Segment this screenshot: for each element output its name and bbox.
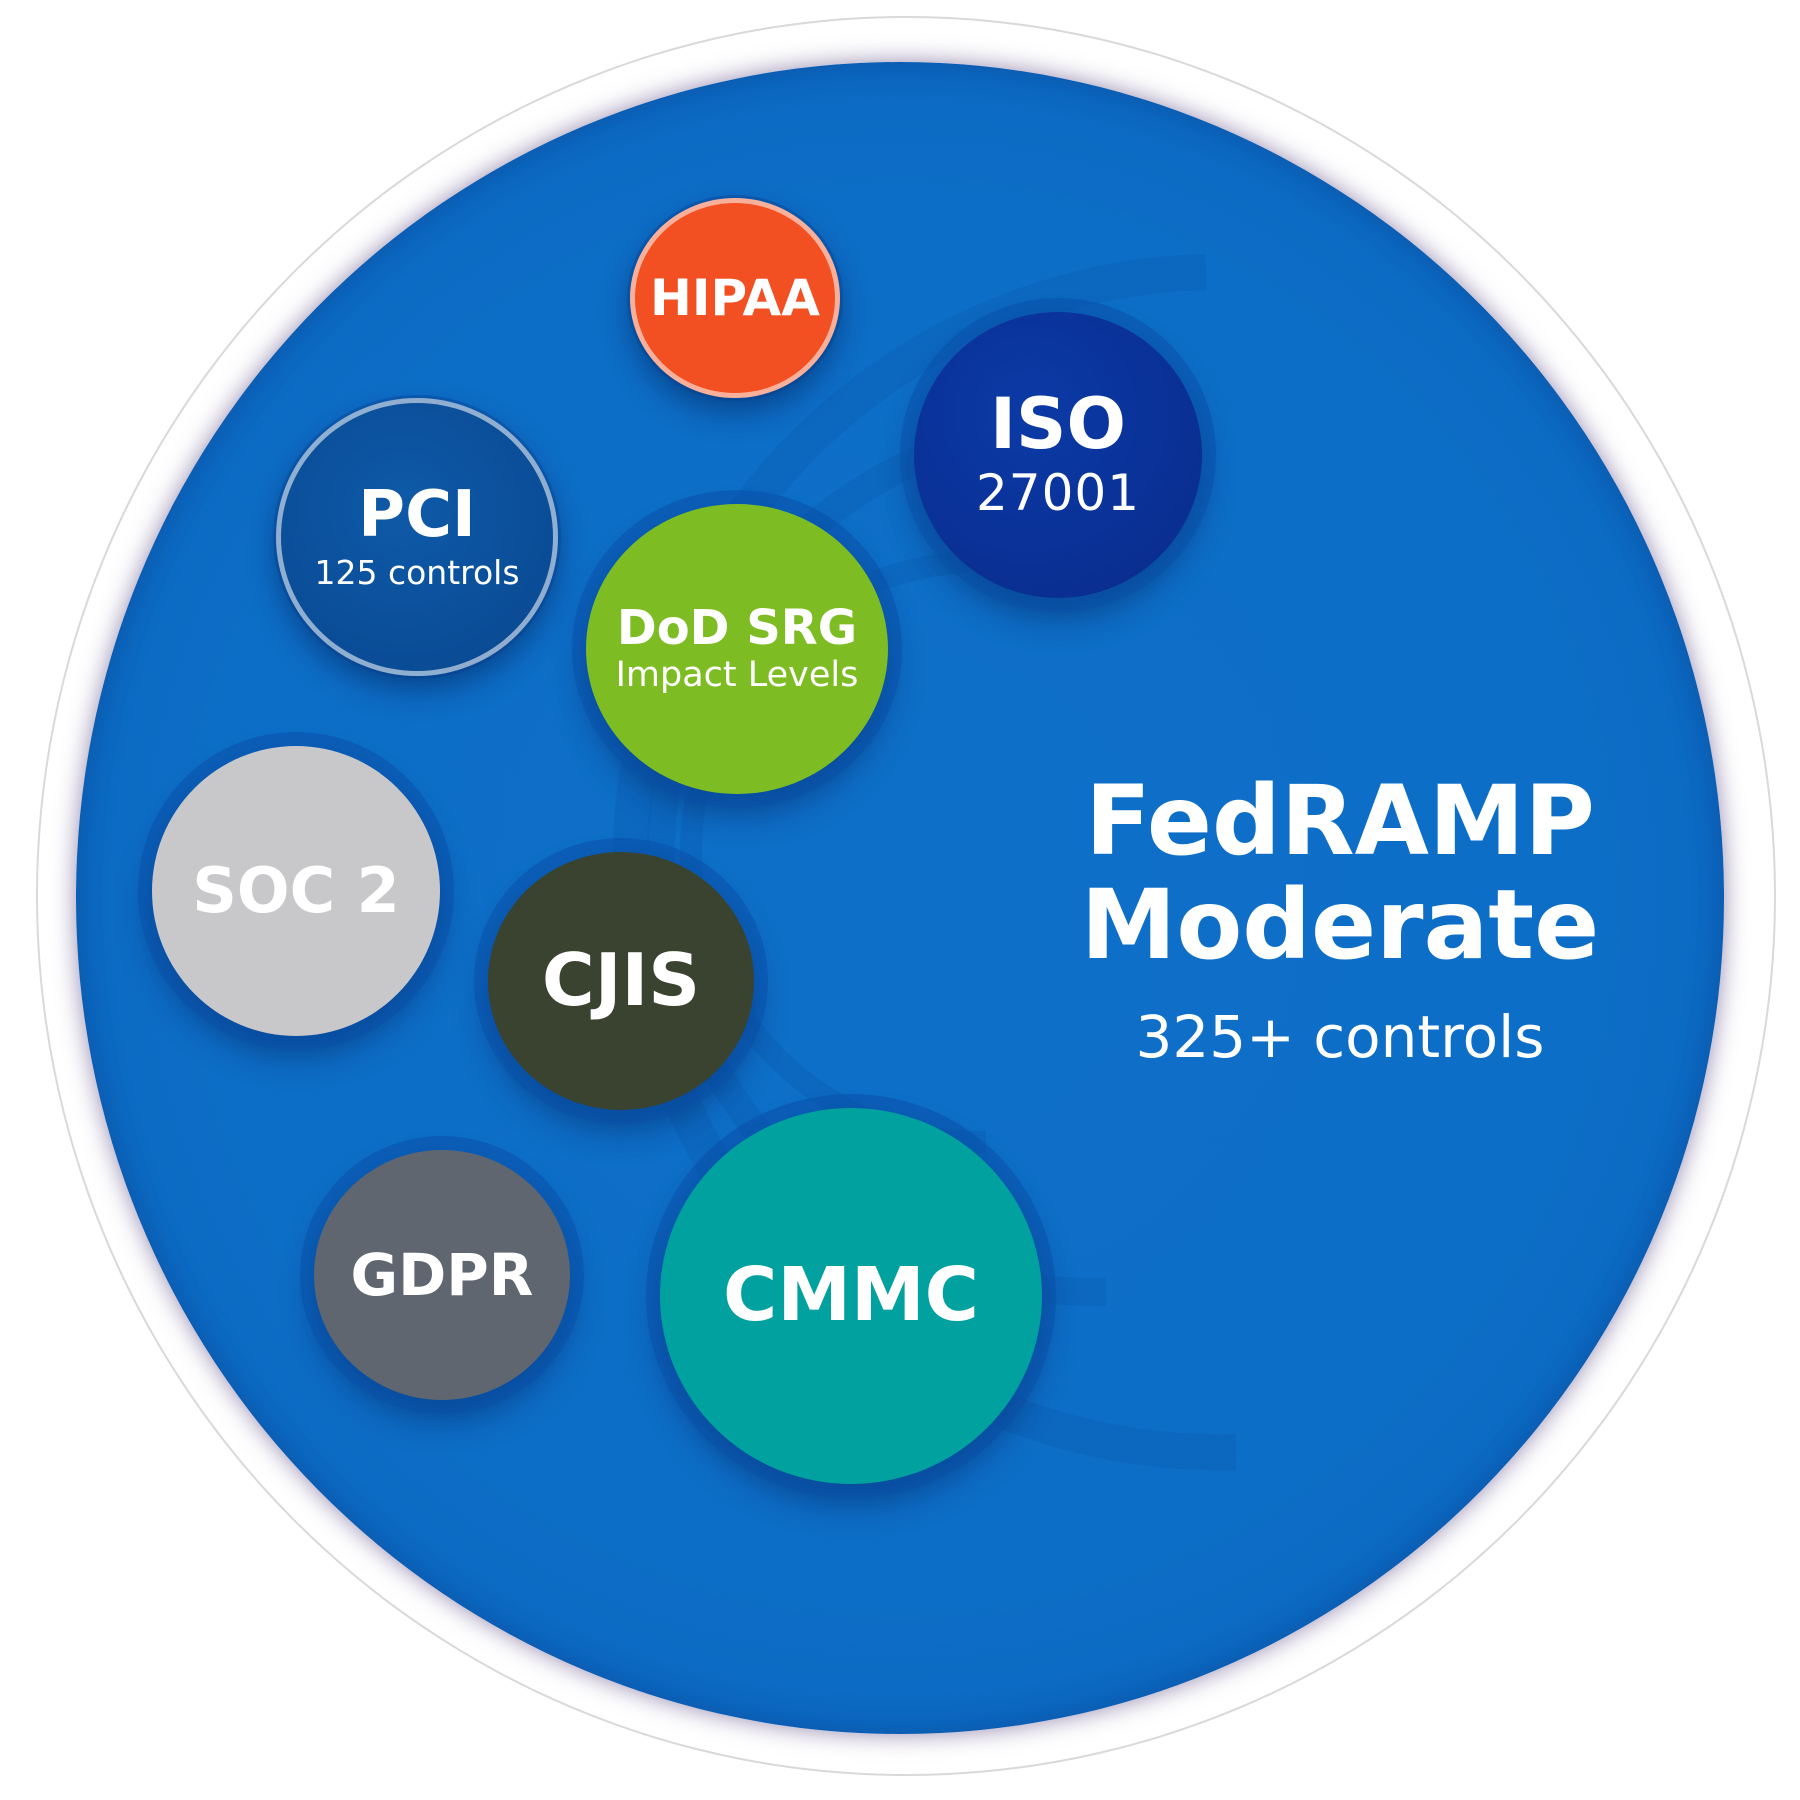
fedramp-subtitle: 325+ controls [1135,1003,1545,1072]
pci-sublabel: 125 controls [314,552,520,592]
soc2-label: SOC 2 [192,854,400,928]
cjis-label: CJIS [541,938,701,1023]
iso-sublabel: 27001 [975,464,1141,522]
pci-badge: PCI 125 controls [276,398,558,676]
gdpr-label: GDPR [350,1240,534,1309]
pci-label: PCI [358,478,476,553]
dod-srg-label: DoD SRG [616,599,858,656]
fedramp-heading: FedRAMP Moderate 325+ controls [1030,765,1650,1072]
cjis-badge: CJIS [488,852,754,1110]
hipaa-label: HIPAA [650,268,820,327]
dod-srg-sublabel: Impact Levels [615,655,859,696]
gdpr-badge: GDPR [314,1150,570,1400]
fedramp-title-line1: FedRAMP [1085,765,1595,877]
iso-label: ISO [990,382,1126,465]
fedramp-title-line2: Moderate [1080,868,1600,981]
cmmc-label: CMMC [723,1252,979,1339]
dod-srg-badge: DoD SRG Impact Levels [586,504,888,794]
cmmc-badge: CMMC [660,1108,1042,1484]
soc2-badge: SOC 2 [152,746,440,1036]
iso-badge: ISO 27001 [914,312,1202,598]
hipaa-badge: HIPAA [630,198,840,398]
